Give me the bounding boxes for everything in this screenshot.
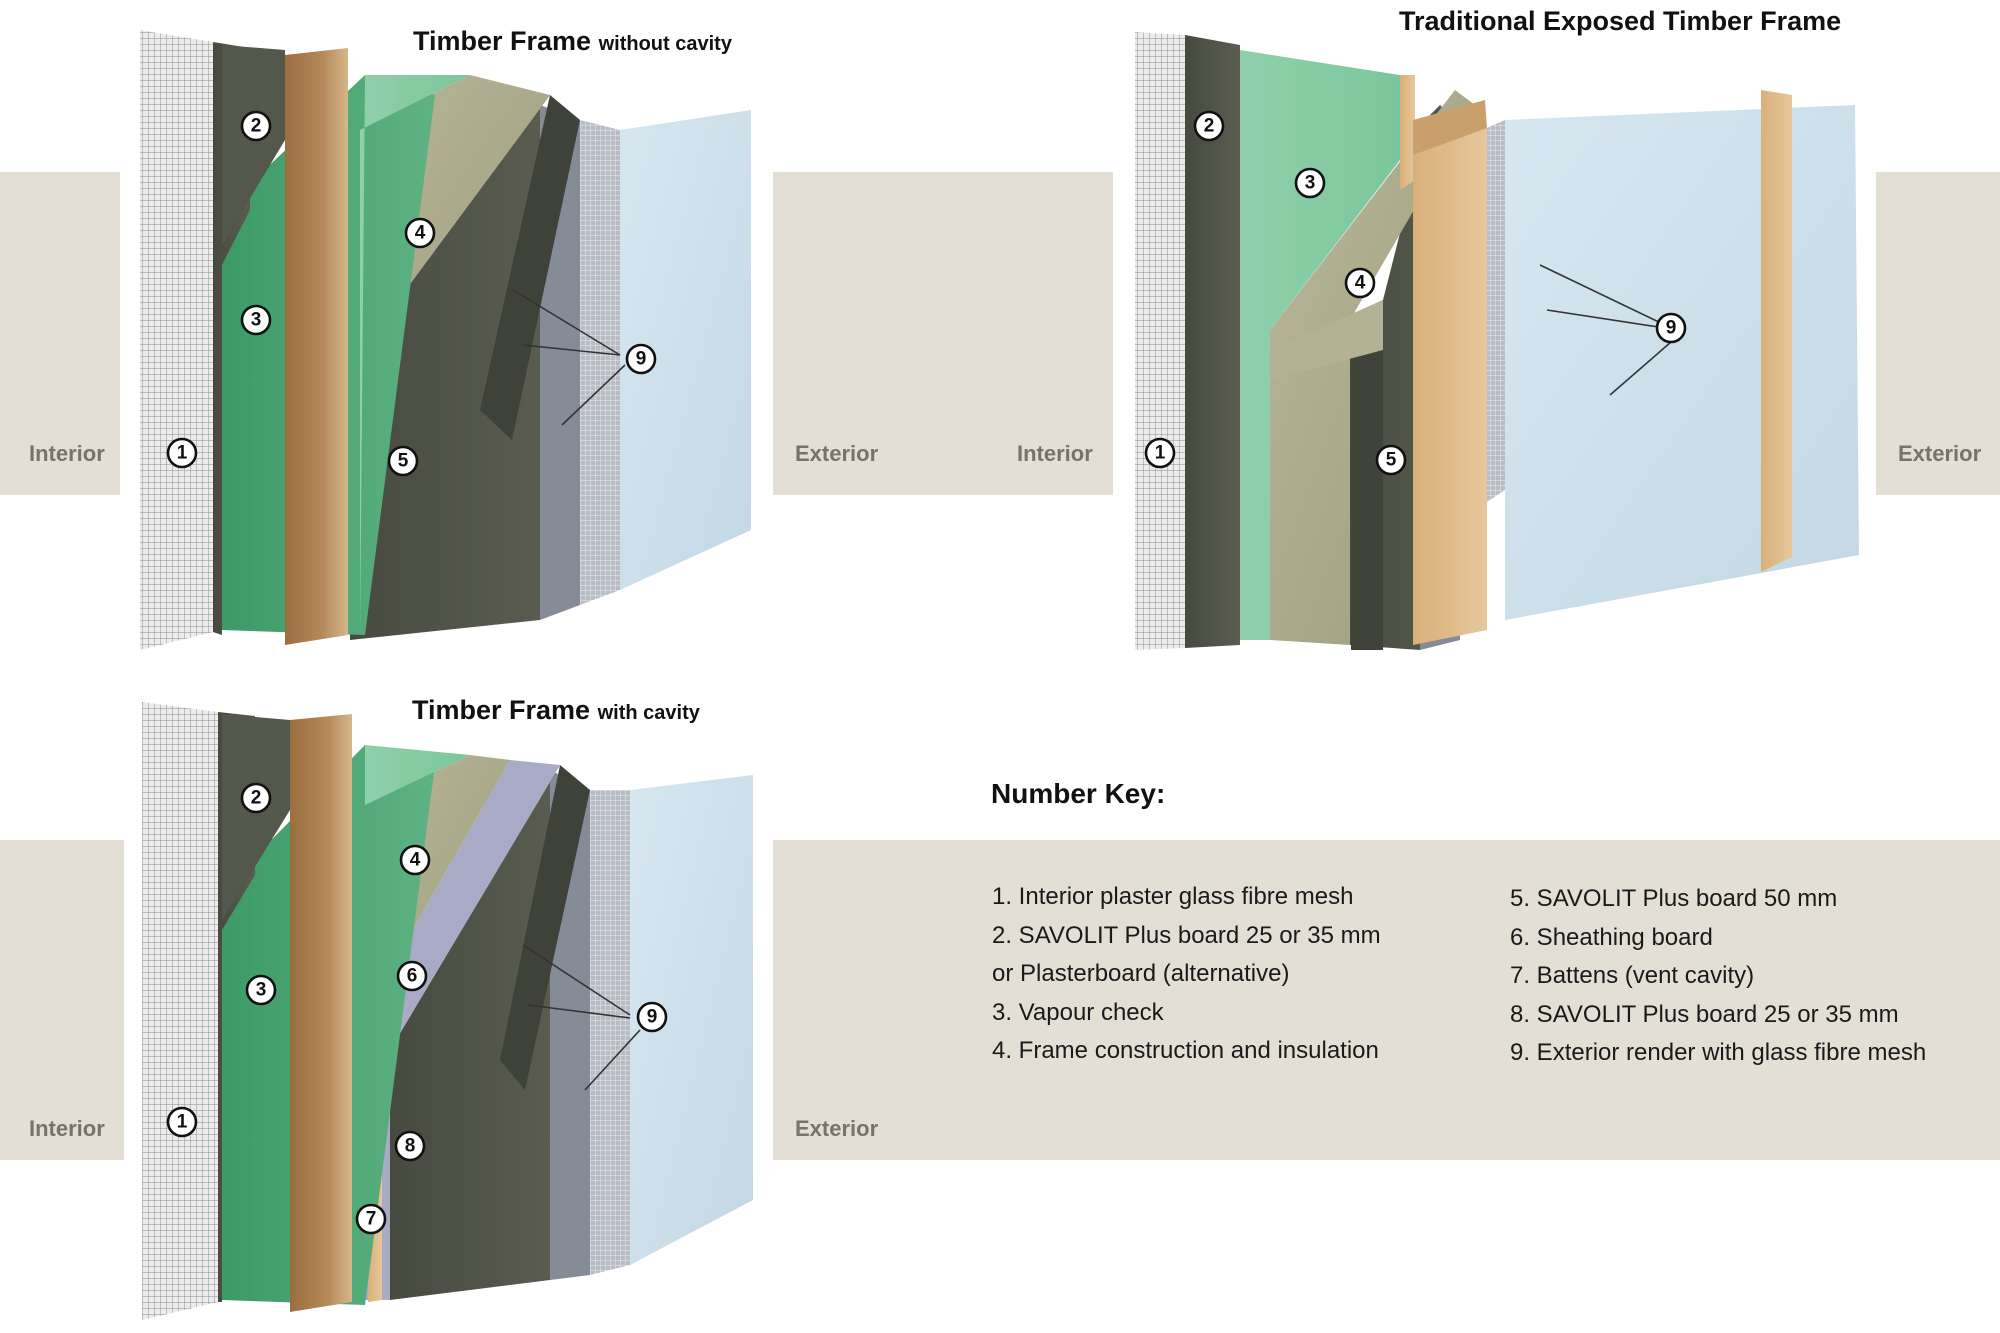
callout-1: 1 bbox=[1144, 437, 1176, 469]
number-key-title: Number Key: bbox=[991, 778, 1166, 809]
diagram-title-1: Timber Frame without cavity bbox=[413, 26, 732, 57]
layer-savolit-interior bbox=[218, 712, 290, 1302]
interior-label-2: Interior bbox=[1017, 441, 1093, 466]
layer-exterior-mesh bbox=[580, 120, 620, 605]
diagram-timber-frame-with-cavity: 1 2 3 4 6 8 7 9 bbox=[142, 702, 753, 1320]
callout-2: 2 bbox=[1193, 110, 1225, 142]
diagram-title-3-main: Timber Frame bbox=[412, 695, 591, 725]
callout-3: 3 bbox=[1294, 167, 1326, 199]
key-band bbox=[773, 840, 2000, 1160]
svg-text:3: 3 bbox=[256, 980, 267, 1001]
diagram-title-2-main: Traditional Exposed Timber Frame bbox=[1399, 6, 1842, 36]
callout-5: 5 bbox=[1375, 444, 1407, 476]
layer-savolit-50 bbox=[350, 95, 580, 640]
callout-7: 7 bbox=[355, 1203, 387, 1235]
callout-9: 9 bbox=[636, 1001, 668, 1033]
diagram-timber-frame-without-cavity: 1 2 3 4 5 9 bbox=[140, 30, 751, 650]
layer-timber-post bbox=[1400, 75, 1487, 645]
layer-savolit-50 bbox=[1350, 105, 1465, 650]
diagram-title-3-sub: with cavity bbox=[597, 702, 700, 724]
callout-6: 6 bbox=[396, 960, 428, 992]
key-item-6: 6. Sheathing board bbox=[1510, 923, 1713, 951]
diagram-title-1-sub: without cavity bbox=[598, 33, 732, 55]
svg-text:9: 9 bbox=[636, 349, 647, 370]
key-item-7: 7. Battens (vent cavity) bbox=[1510, 962, 1755, 989]
key-item-8: 8. SAVOLIT Plus board 25 or 35 mm bbox=[1510, 1000, 1899, 1028]
layer-savolit-interior bbox=[213, 42, 285, 635]
svg-text:1: 1 bbox=[177, 443, 188, 464]
callout-1: 1 bbox=[166, 437, 198, 469]
leader-lines bbox=[1539, 264, 1672, 396]
layer-timber-stud bbox=[290, 714, 352, 1312]
interior-band-bottom-left bbox=[0, 840, 124, 1160]
svg-text:3: 3 bbox=[1305, 173, 1316, 194]
layer-render bbox=[1505, 105, 1859, 620]
callout-3: 3 bbox=[245, 974, 277, 1006]
middle-band-top bbox=[773, 172, 1113, 495]
callout-4: 4 bbox=[1344, 267, 1376, 299]
callout-9: 9 bbox=[625, 343, 657, 375]
callout-4: 4 bbox=[399, 844, 431, 876]
layer-render bbox=[620, 110, 751, 590]
number-key-left-column: 1. Interior plaster glass fibre mesh 2. … bbox=[992, 878, 1381, 1071]
leader-lines bbox=[522, 944, 641, 1091]
callout-2: 2 bbox=[240, 110, 272, 142]
layer-insulation bbox=[1270, 90, 1475, 645]
leader-lines bbox=[512, 289, 626, 426]
svg-text:1: 1 bbox=[1155, 443, 1166, 464]
interior-label-3: Interior bbox=[29, 1116, 105, 1141]
layer-exterior-mesh bbox=[590, 790, 630, 1275]
svg-text:7: 7 bbox=[366, 1209, 377, 1230]
callout-5: 5 bbox=[387, 445, 419, 477]
key-item-1: 1. Interior plaster glass fibre mesh bbox=[992, 883, 1354, 910]
layer-render bbox=[630, 775, 753, 1265]
svg-text:4: 4 bbox=[410, 850, 421, 871]
layer-savolit-8 bbox=[390, 765, 590, 1300]
key-item-3: 3. Vapour check bbox=[992, 998, 1164, 1026]
svg-text:2: 2 bbox=[251, 788, 262, 809]
key-item-2: 2. SAVOLIT Plus board 25 or 35 mm bbox=[992, 921, 1381, 949]
diagram-title-3: Timber Frame with cavity bbox=[412, 695, 700, 726]
callout-4: 4 bbox=[404, 217, 436, 249]
svg-text:3: 3 bbox=[251, 310, 262, 331]
layer-interior-mesh bbox=[142, 702, 218, 1320]
interior-label-1: Interior bbox=[29, 441, 105, 466]
svg-text:6: 6 bbox=[407, 966, 418, 987]
diagram-title-2: Traditional Exposed Timber Frame bbox=[1399, 6, 1841, 37]
exterior-band-top-right bbox=[1876, 172, 2000, 495]
callout-2: 2 bbox=[240, 782, 272, 814]
callout-9: 9 bbox=[1655, 312, 1687, 344]
svg-text:9: 9 bbox=[647, 1007, 658, 1028]
exterior-label-1: Exterior bbox=[795, 441, 879, 466]
exterior-label-3: Exterior bbox=[795, 1116, 879, 1141]
layer-timber-stud bbox=[285, 48, 348, 645]
layer-interior-mesh bbox=[1135, 32, 1185, 650]
key-item-2-alt: or Plasterboard (alternative) bbox=[992, 960, 1290, 987]
svg-text:4: 4 bbox=[415, 223, 426, 244]
svg-text:2: 2 bbox=[251, 116, 262, 137]
layer-savolit-interior bbox=[1185, 35, 1240, 648]
svg-text:8: 8 bbox=[405, 1136, 416, 1157]
diagram-title-1-main: Timber Frame bbox=[413, 26, 592, 56]
interior-band-top-left bbox=[0, 172, 120, 495]
svg-text:2: 2 bbox=[1204, 116, 1215, 137]
svg-text:5: 5 bbox=[398, 451, 409, 472]
key-item-5: 5. SAVOLIT Plus board 50 mm bbox=[1510, 885, 1838, 912]
svg-text:9: 9 bbox=[1666, 318, 1677, 339]
diagram-traditional-exposed-timber-frame: 1 2 3 4 5 9 bbox=[1135, 32, 1859, 650]
layer-interior-mesh bbox=[140, 30, 213, 650]
svg-text:5: 5 bbox=[1386, 450, 1397, 471]
number-key-right-column: 5. SAVOLIT Plus board 50 mm 6. Sheathing… bbox=[1510, 880, 1926, 1073]
callout-8: 8 bbox=[394, 1130, 426, 1162]
svg-text:4: 4 bbox=[1355, 273, 1366, 294]
key-item-4: 4. Frame construction and insulation bbox=[992, 1037, 1379, 1064]
key-item-9: 9. Exterior render with glass fibre mesh bbox=[1510, 1039, 1927, 1066]
svg-text:1: 1 bbox=[177, 1112, 188, 1133]
callout-1: 1 bbox=[166, 1106, 198, 1138]
layer-vapour-check bbox=[1240, 50, 1400, 640]
layer-exposed-post-right bbox=[1761, 90, 1792, 572]
exterior-label-2: Exterior bbox=[1898, 441, 1982, 466]
callout-3: 3 bbox=[240, 304, 272, 336]
